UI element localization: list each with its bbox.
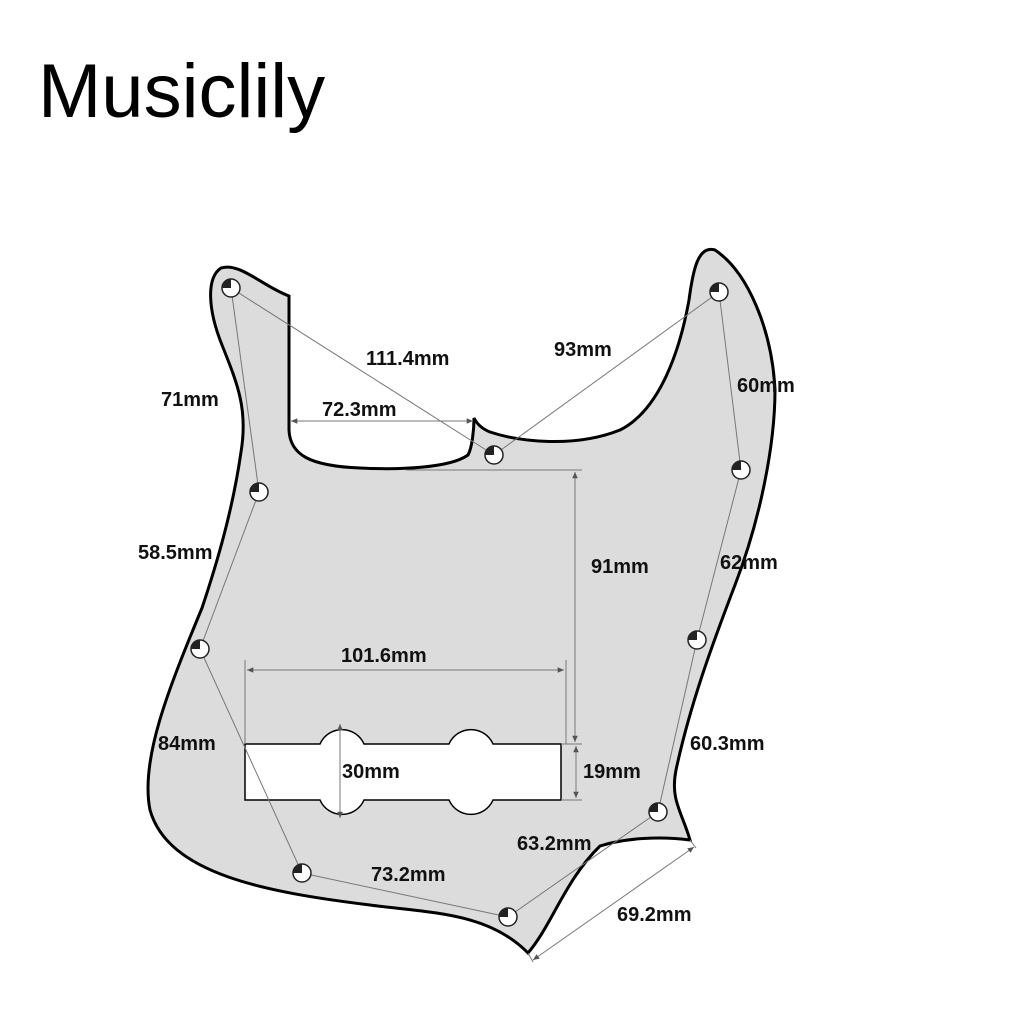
- screw-hole: [292, 863, 312, 883]
- dimension-label: 69.2mm: [617, 904, 692, 926]
- measurement-lines: [244, 418, 697, 963]
- dimension-line: [695, 469, 743, 641]
- pickguard-outline: [146, 247, 777, 956]
- dimension-label: 84mm: [158, 733, 216, 755]
- screw-hole: [221, 278, 241, 298]
- dimension-line: [716, 291, 744, 471]
- dimension-line: [532, 846, 695, 961]
- dimension-label: 30mm: [342, 761, 400, 783]
- screw-hole: [190, 639, 210, 659]
- dimension-line: [493, 291, 720, 456]
- dimension-label: 73.2mm: [371, 864, 446, 886]
- screw-hole: [498, 907, 518, 927]
- dimension-line: [199, 491, 260, 650]
- dimension-line: [229, 287, 261, 493]
- dimension-label: 60.3mm: [690, 733, 765, 755]
- screw-hole: [731, 460, 751, 480]
- dimension-labels: 111.4mm 72.3mm 93mm 71mm 60mm 91mm 58.5m…: [138, 339, 795, 926]
- hole-connector-lines: [199, 287, 744, 919]
- dimension-line: [656, 639, 699, 813]
- extension-line: [689, 839, 697, 849]
- screw-hole: [648, 802, 668, 822]
- dimension-line: [301, 871, 509, 919]
- dimension-label: 71mm: [161, 389, 219, 411]
- dimension-label: 60mm: [737, 375, 795, 397]
- screw-hole: [484, 445, 504, 465]
- dimension-line: [199, 648, 303, 874]
- dimension-label: 62mm: [720, 552, 778, 574]
- screw-hole: [249, 482, 269, 502]
- dimension-label: 91mm: [591, 556, 649, 578]
- dimension-label: 93mm: [554, 339, 612, 361]
- brand-name: Musiclily: [38, 49, 326, 134]
- screw-holes: [190, 278, 751, 927]
- extension-line: [527, 952, 534, 963]
- screw-hole: [709, 282, 729, 302]
- dimension-label: 101.6mm: [341, 645, 427, 667]
- screw-hole: [687, 630, 707, 650]
- dimension-label: 58.5mm: [138, 542, 213, 564]
- dimension-line: [230, 287, 495, 456]
- dimension-label: 63.2mm: [517, 833, 592, 855]
- dimension-label: 72.3mm: [322, 399, 397, 421]
- dimension-label: 19mm: [583, 761, 641, 783]
- dimension-label: 111.4mm: [366, 348, 449, 370]
